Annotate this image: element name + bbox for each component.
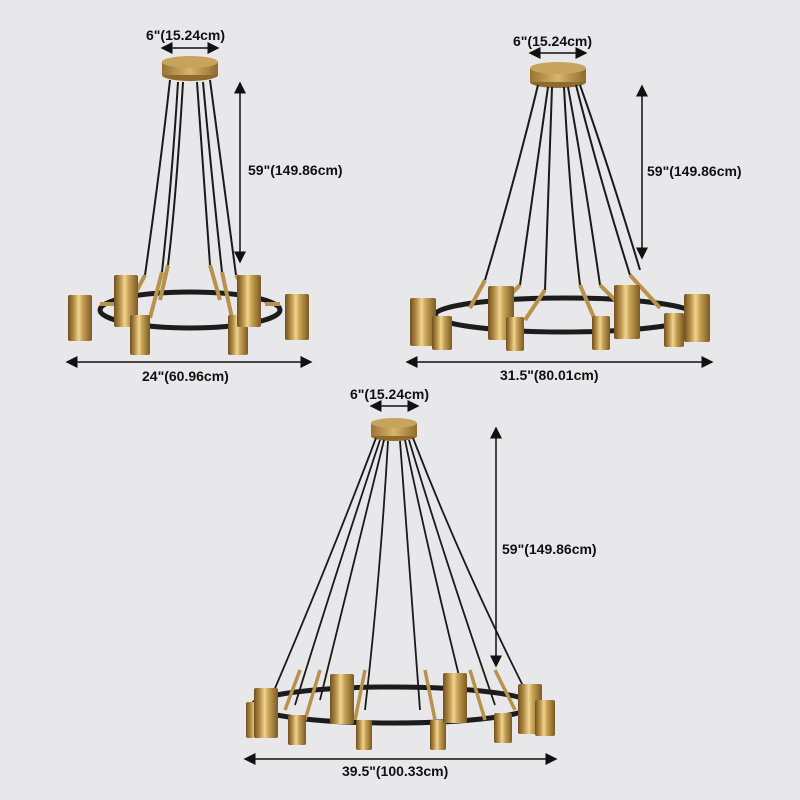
- medium-canopy-label: 6"(15.24cm): [513, 33, 593, 49]
- medium-chandelier: [405, 47, 714, 368]
- small-chandelier: [65, 42, 313, 368]
- medium-width-label: 31.5"(80.01cm): [500, 367, 599, 383]
- large-height-label: 59"(149.86cm): [502, 541, 597, 557]
- large-canopy-label: 6"(15.24cm): [350, 386, 430, 402]
- cords: [269, 437, 526, 711]
- small-width-label: 24"(60.96cm): [142, 368, 229, 384]
- small-canopy-label: 6"(15.24cm): [146, 27, 226, 43]
- canopy: [162, 56, 218, 81]
- cords: [484, 84, 641, 291]
- large-width-label: 39.5"(100.33cm): [342, 763, 449, 779]
- cords: [144, 79, 237, 276]
- ring: [97, 289, 283, 331]
- canopy: [530, 62, 586, 88]
- light-cylinders: [246, 673, 555, 750]
- small-height-label: 59"(149.86cm): [248, 162, 343, 178]
- light-cylinders: [410, 285, 710, 351]
- light-cylinders: [68, 275, 309, 355]
- canopy: [371, 418, 417, 441]
- medium-height-label: 59"(149.86cm): [647, 163, 742, 179]
- large-chandelier: [243, 400, 558, 765]
